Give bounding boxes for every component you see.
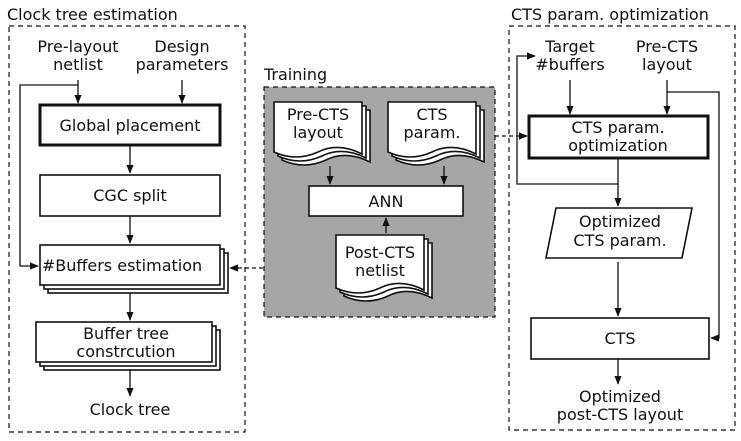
post-cts-netlist-label-2: netlist	[355, 261, 405, 280]
pre-cts-layout-doc	[273, 101, 371, 166]
optimized-cts-param-label-2: CTS param.	[573, 231, 666, 250]
clock-tree-label: Clock tree	[90, 400, 171, 419]
buffers-estimation-stack	[39, 244, 229, 294]
clock-tree-estimation-title: Clock tree estimation	[7, 5, 178, 24]
post-cts-netlist-doc	[335, 234, 433, 302]
prelayout-netlist-label-1: Pre-layout	[37, 37, 118, 56]
buffers-estimation-label: #Buffers estimation	[42, 256, 202, 275]
clock-tree-estimation-frame	[8, 25, 246, 433]
design-parameters-label-1: Design	[154, 37, 209, 56]
pre-cts-layout-input-label-1: Pre-CTS	[636, 37, 698, 56]
post-cts-netlist-label-1: Post-CTS	[345, 243, 415, 262]
arrow-layout-to-cts	[667, 91, 720, 342]
optimized-layout-label-2: post-CTS layout	[557, 405, 683, 424]
cts-param-optimization-label-2: optimization	[568, 136, 668, 155]
cts-label: CTS	[604, 329, 635, 348]
pre-cts-layout-label-2: layout	[293, 123, 343, 142]
cts-param-label-1: CTS	[416, 105, 447, 124]
prelayout-netlist-label-2: netlist	[53, 55, 103, 74]
pre-cts-layout-input-label-2: layout	[642, 55, 692, 74]
pre-cts-layout-label-1: Pre-CTS	[287, 105, 349, 124]
cts-param-doc	[387, 101, 485, 166]
optimized-cts-param-label-1: Optimized	[579, 212, 661, 231]
global-placement-label: Global placement	[59, 116, 200, 135]
cts-param-label-2: param.	[403, 123, 460, 142]
arrow-feedback-loop	[516, 52, 619, 185]
optimized-layout-label-1: Optimized	[579, 387, 661, 406]
buffer-tree-construction-label-2: constrcution	[76, 342, 175, 361]
optimized-cts-param-shape	[545, 207, 693, 259]
global-placement-box	[38, 103, 222, 147]
cgc-split-label: CGC split	[93, 186, 166, 205]
ann-box	[308, 185, 464, 217]
buffer-tree-construction-label-1: Buffer tree	[83, 324, 169, 343]
design-parameters-label-2: parameters	[136, 55, 229, 74]
arrow-netlist-to-buffers	[19, 84, 78, 270]
cts-param-optimization-title: CTS param. optimization	[511, 5, 709, 24]
target-buffers-label-1: Target	[544, 37, 595, 56]
cts-param-optimization-frame	[508, 25, 736, 431]
target-buffers-label-2: #buffers	[535, 55, 604, 74]
buffer-tree-construction-stack	[35, 321, 221, 371]
cts-param-optimization-label-1: CTS param.	[571, 118, 664, 137]
ann-label: ANN	[369, 192, 404, 211]
training-title: Training	[263, 65, 327, 84]
cts-box	[530, 317, 710, 360]
